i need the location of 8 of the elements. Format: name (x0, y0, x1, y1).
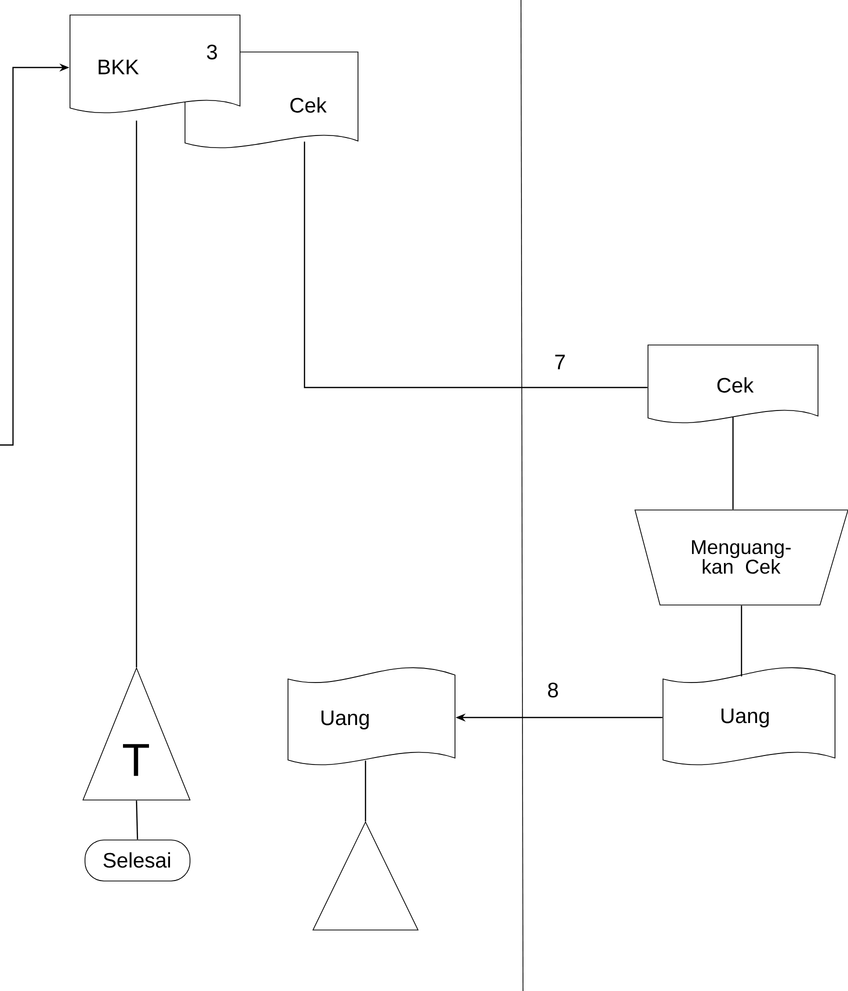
connector-line (304, 142, 648, 388)
connector-line (136, 800, 138, 840)
connector-line (740, 606, 742, 676)
edge-label: 7 (553, 354, 567, 370)
connector-line (136, 120, 138, 668)
edge-label: 8 (546, 682, 560, 698)
connector-line (364, 760, 366, 822)
connector-line (732, 416, 734, 510)
